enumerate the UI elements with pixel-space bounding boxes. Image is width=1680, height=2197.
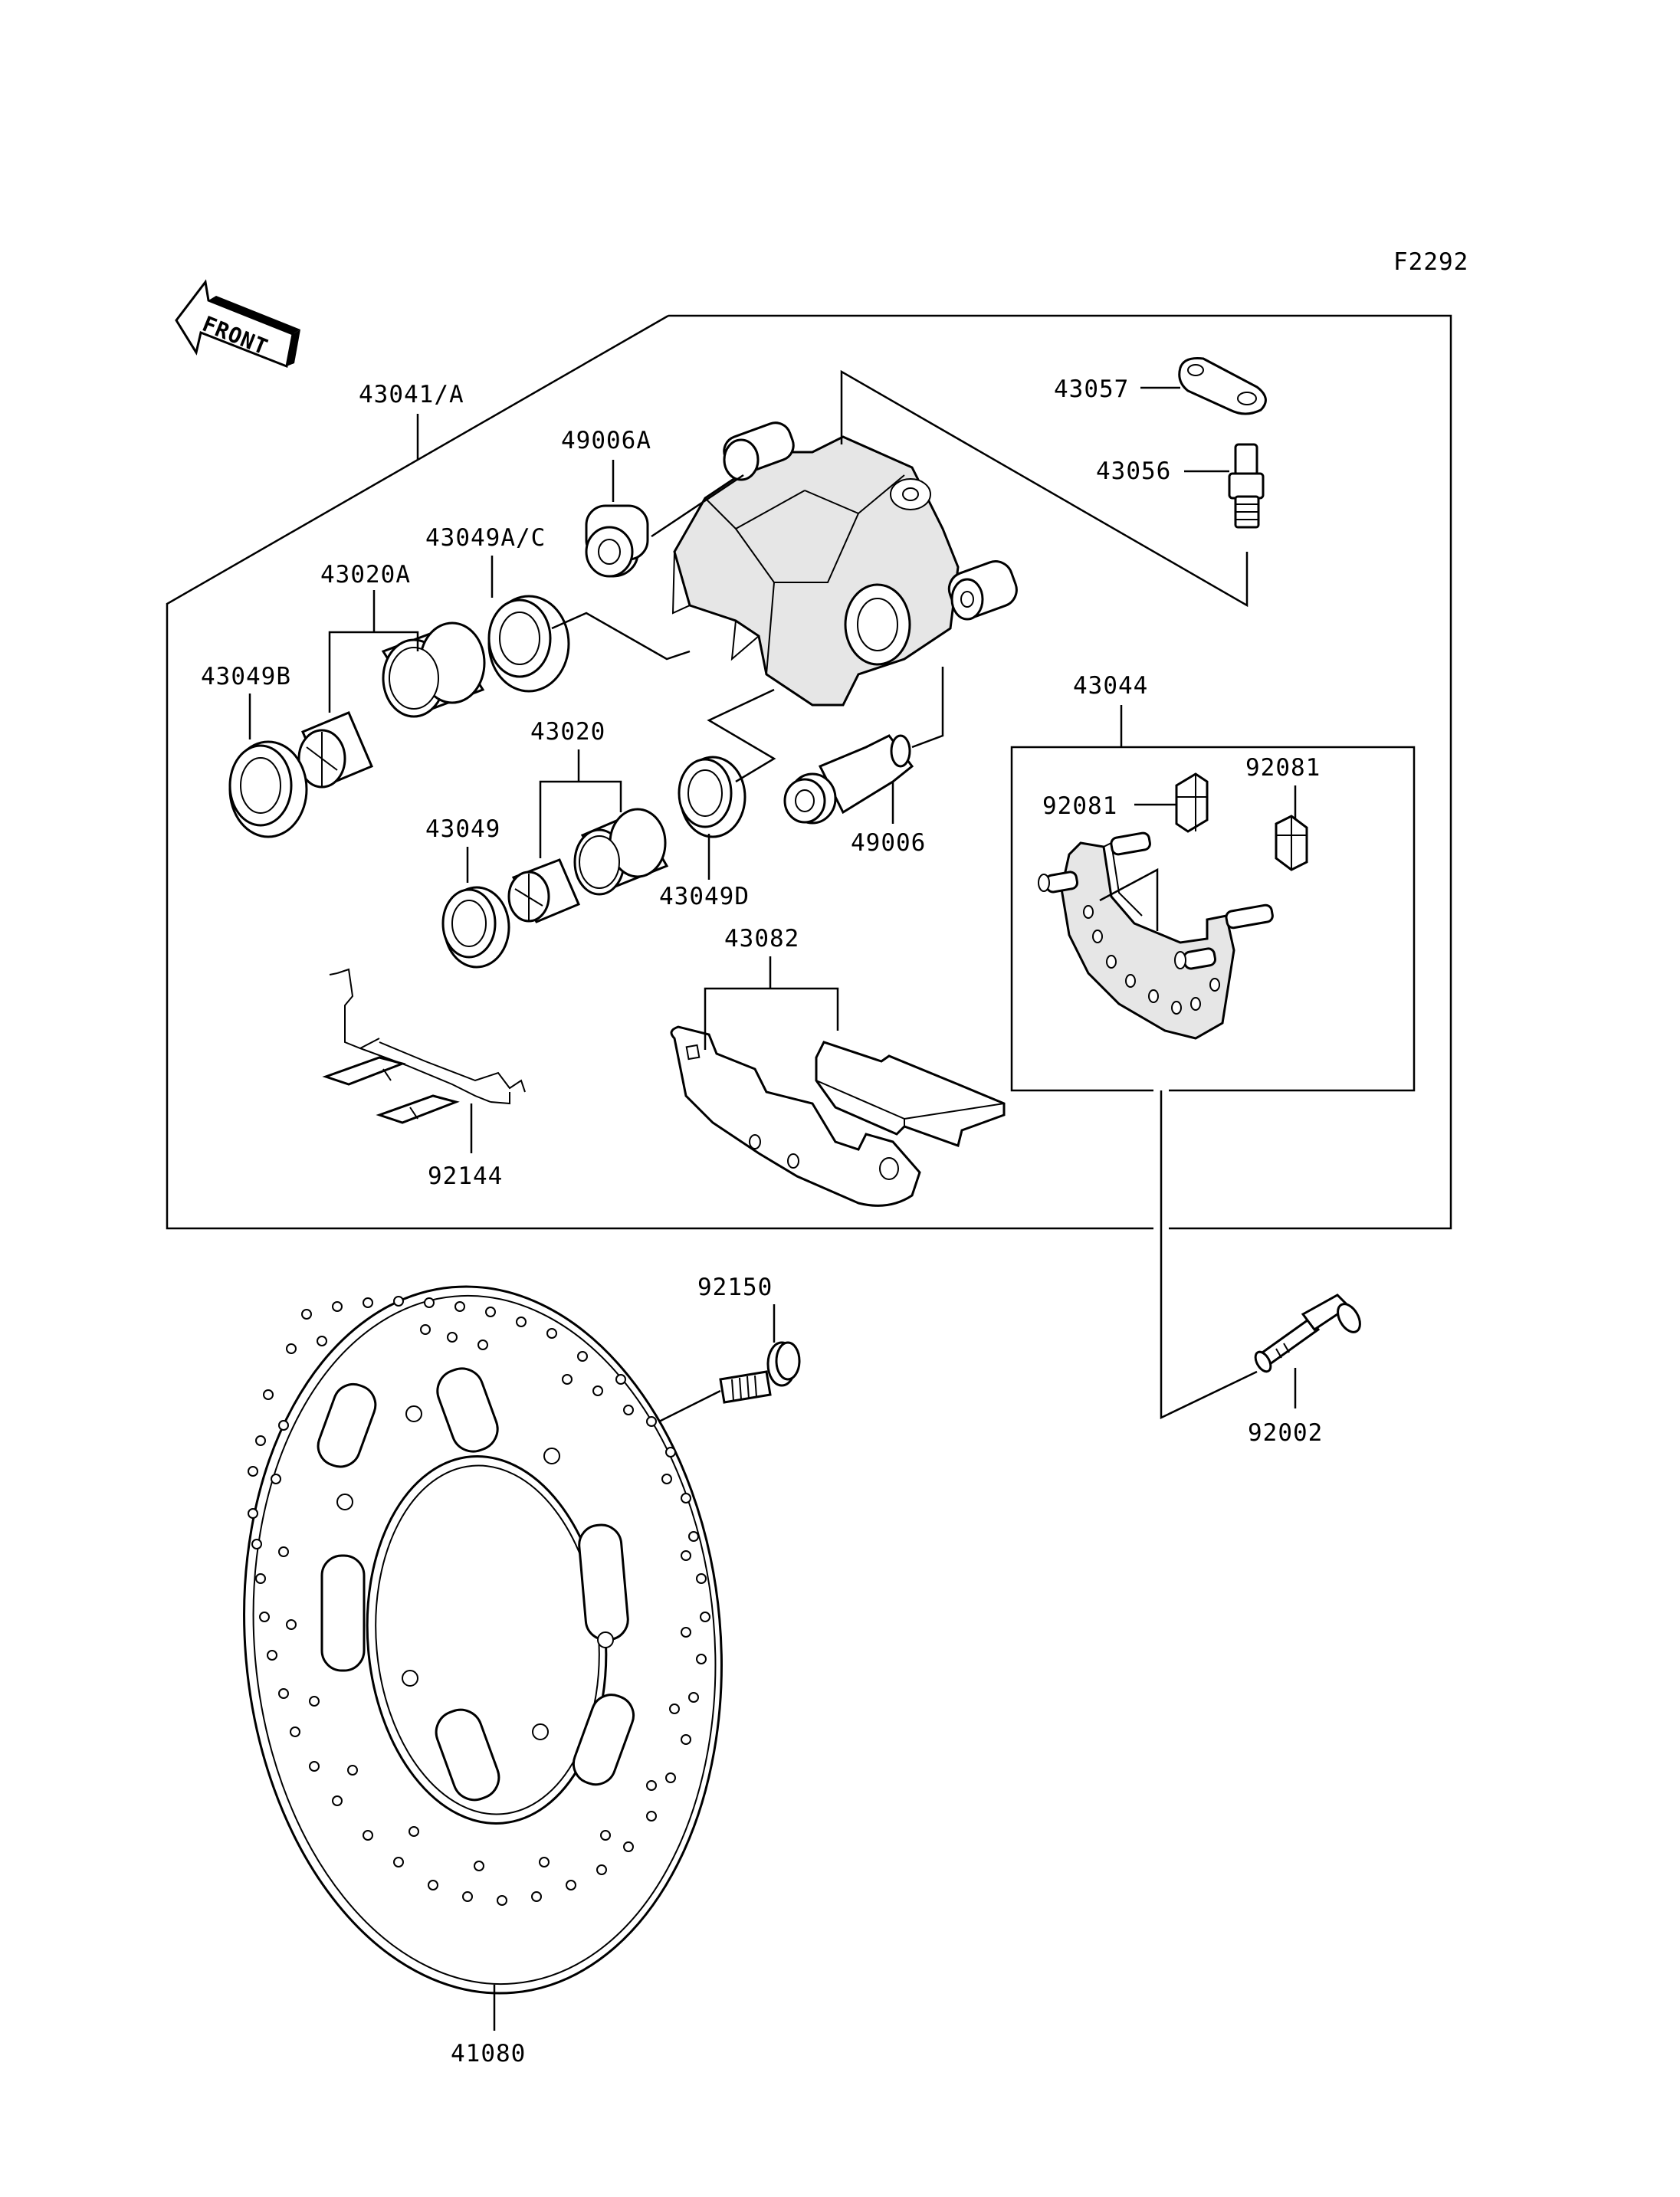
label-92150: 92150 bbox=[697, 1274, 773, 1301]
pad-spring-92144 bbox=[322, 968, 526, 1124]
label-43020: 43020 bbox=[530, 718, 605, 746]
label-43049B: 43049B bbox=[201, 663, 291, 690]
insulator-43020A bbox=[297, 711, 373, 789]
label-43082: 43082 bbox=[724, 925, 799, 953]
label-43044: 43044 bbox=[1073, 672, 1148, 700]
label-43020A: 43020A bbox=[320, 561, 411, 589]
slide-pin-49006 bbox=[783, 734, 914, 825]
seal-43049D bbox=[678, 756, 746, 838]
label-43049AC: 43049A/C bbox=[425, 524, 546, 552]
label-43049: 43049 bbox=[425, 815, 500, 843]
bracket-assembly-outline bbox=[1010, 746, 1416, 1092]
seal-43049B bbox=[228, 740, 308, 838]
seal-43049AC bbox=[487, 595, 570, 693]
brake-disc-41080 bbox=[243, 1285, 723, 1995]
label-49006A: 49006A bbox=[561, 427, 651, 454]
bleeder-valve-43056 bbox=[1228, 443, 1265, 529]
label-43049D: 43049D bbox=[659, 883, 750, 910]
label-43056: 43056 bbox=[1096, 457, 1171, 485]
front-arrow-icon: FRONT bbox=[175, 279, 300, 369]
brake-disc-cooling-holes bbox=[248, 1296, 710, 1906]
piston-43020 bbox=[573, 808, 669, 896]
label-92144: 92144 bbox=[428, 1162, 503, 1190]
bracket-bolt-92002 bbox=[1254, 1294, 1361, 1373]
caliper-bracket bbox=[1038, 831, 1274, 1040]
label-92002: 92002 bbox=[1248, 1419, 1323, 1447]
disc-bolt-92150 bbox=[719, 1341, 801, 1404]
clip-92081-left bbox=[1175, 772, 1209, 833]
label-92081-left: 92081 bbox=[1042, 792, 1117, 820]
clip-92081-right bbox=[1275, 815, 1308, 871]
caliper-assembly-outline bbox=[668, 314, 1452, 1230]
slide-pin-boot-49006A bbox=[585, 504, 649, 578]
piston-43020A bbox=[381, 621, 486, 718]
bleeder-cap-43057 bbox=[1178, 357, 1267, 415]
label-49006: 49006 bbox=[851, 829, 926, 857]
figure-code: F2292 bbox=[1393, 248, 1468, 276]
label-92081-right: 92081 bbox=[1245, 754, 1321, 782]
label-43057: 43057 bbox=[1054, 375, 1129, 403]
caliper-body bbox=[671, 421, 1018, 707]
label-41080: 41080 bbox=[451, 2040, 526, 2067]
seal-43049 bbox=[441, 886, 510, 969]
brake-pad-right-43082 bbox=[815, 1041, 1006, 1147]
insulator-43020 bbox=[507, 858, 580, 923]
brake-pad-left-43082 bbox=[670, 1025, 921, 1207]
label-43041A: 43041/A bbox=[359, 381, 464, 408]
